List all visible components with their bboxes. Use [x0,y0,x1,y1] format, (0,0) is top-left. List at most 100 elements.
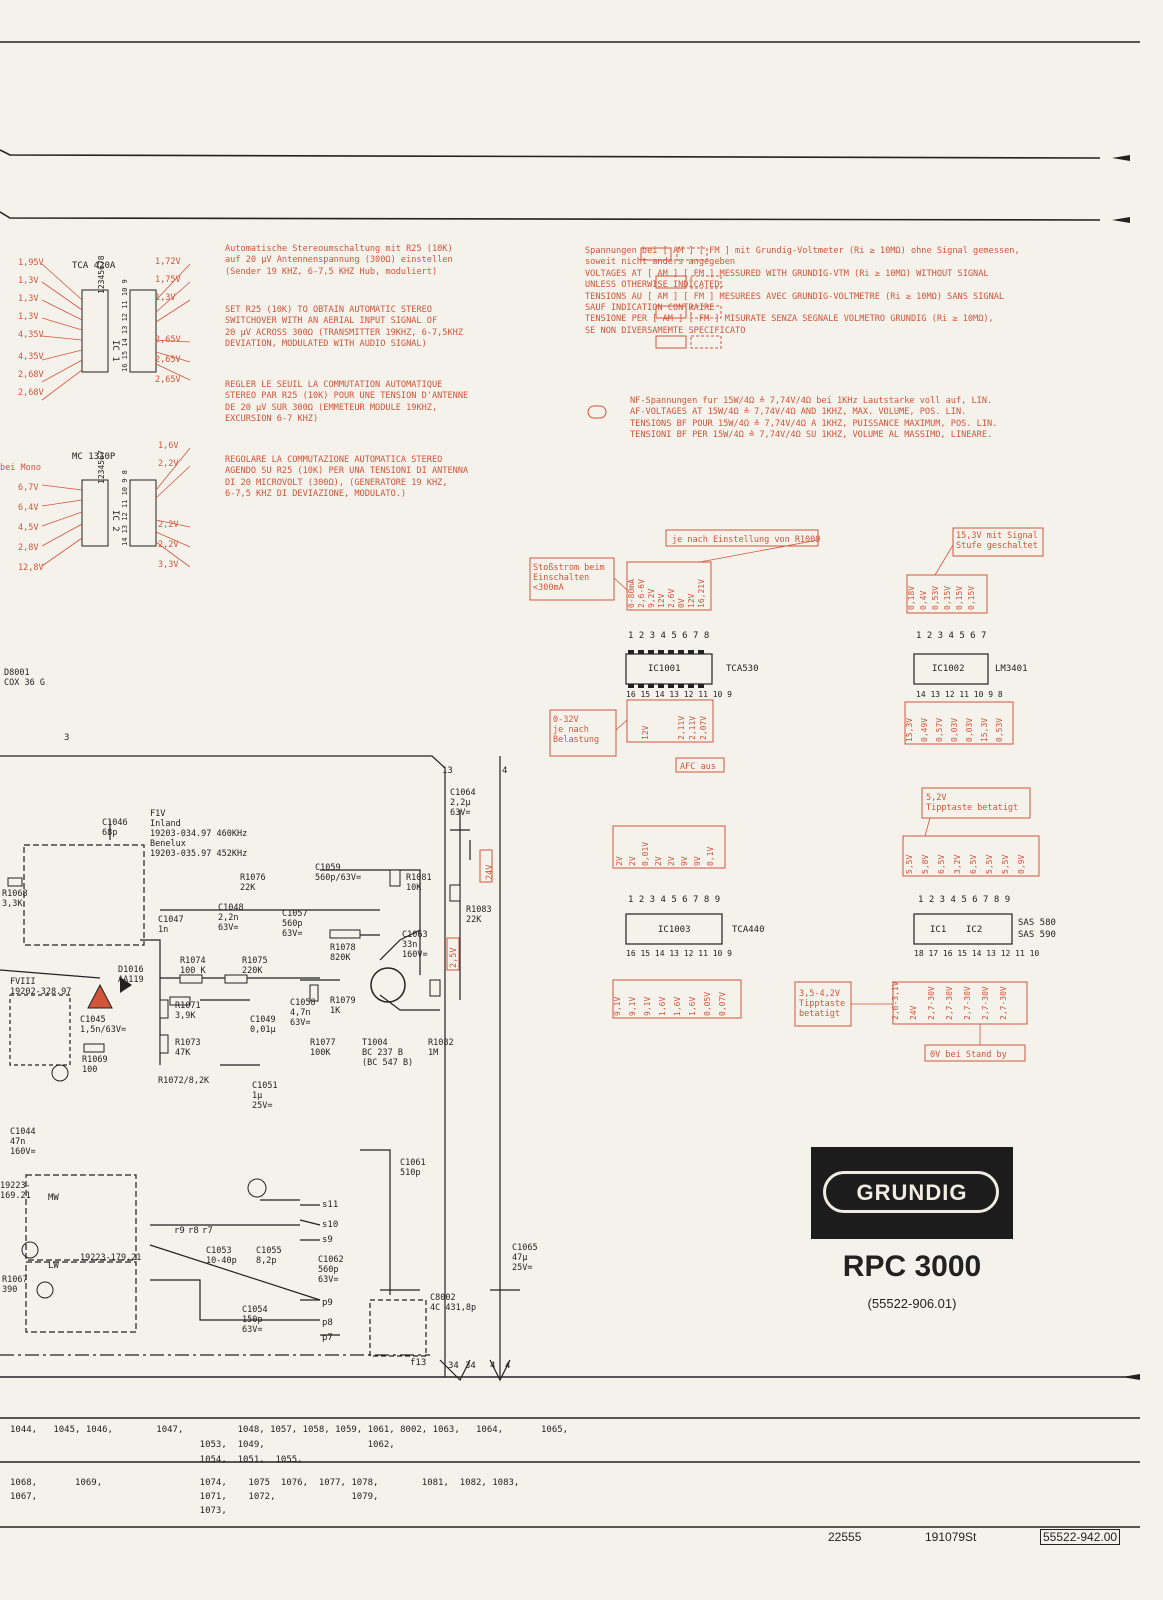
node-0: 13 [442,766,453,776]
ic2-label: IC 2 [110,510,120,532]
pin-p9: p9 [322,1298,333,1308]
ic2-pins-bot: 14 13 12 11 10 9 8 [121,470,129,546]
ic1-volt-left-5: 4,35V [18,352,44,362]
r1072-label: R1072/8,2K [158,1076,210,1086]
ic1-volt-left-0: 1,95V [18,258,44,268]
ic2-volt-right-3: 2,2V [158,540,178,550]
ic1003-volt-top-7: 0,1V [706,847,715,866]
ic1002-volt-bot-0: 15,3V [905,718,914,742]
ic1-pins-top: 12345678 [97,255,106,294]
ic1-volt-right-2: 1,3V [155,293,175,303]
ic1002-volt-bot-6: 0,53V [995,718,1004,742]
ic1-volt-left-2: 1,3V [18,294,38,304]
ic1002-volt-bot-2: 0,57V [935,718,944,742]
ic2-volt-left-0: bei Mono [0,463,41,473]
v24-label: 24V [485,865,495,880]
note-stereo-en: SET R25 (10K) TO OBTAIN AUTOMATIC STEREO… [225,305,463,350]
ic1002-volt-bot-1: 0,49V [920,718,929,742]
index-row-6: 1073, [10,1506,227,1516]
ic12-volt-top-3: 3,2V [953,855,962,874]
ic1001-volt-top-3: 12V [657,593,666,608]
ic1001-volt-bot-1: 2,11V [677,716,686,740]
ic1-volt-right-3: 2,65V [155,335,181,345]
index-row-3: 1054, 1051, 1055, [10,1455,303,1465]
ic12-volt-top-0: 5,5V [905,855,914,874]
ic1003-volt-bot-2: 9,1V [643,997,652,1016]
ic1002-label: IC1002 [932,664,965,674]
ic1003-volt-bot-6: 0,05V [703,992,712,1016]
brand-logo-frame [823,1171,999,1213]
ic1003-volt-top-6: 9V [693,856,702,866]
ic12-tag-bot: 0V bei Stand by [930,1050,1007,1060]
ic12-volt-bot-3: 2,7-30V [945,986,954,1020]
index-row-2: 1053, 1049, 1062, [10,1440,395,1450]
pin-r7: r7 [202,1226,213,1236]
ic1-volt-left-6: 2,68V [18,370,44,380]
ic1003-volt-top-1: 2V [628,856,637,866]
ic12-label1: IC1 [930,925,946,935]
ic1001-volt-top-5: 0V [677,598,686,608]
ic1-volt-right-5: 2,65V [155,375,181,385]
index-row-1: 1044, 1045, 1046, 1047, 1048, 1057, 1058… [10,1425,569,1435]
node-2: 3 [64,733,69,743]
footer-date-code: 191079St [925,1530,977,1544]
ic1001-tag-top: je nach Einstellung von R1009 [672,535,820,545]
ic12-volt-bot-4: 2,7-30V [963,986,972,1020]
ic12-volt-bot-6: 2,7-30V [999,986,1008,1020]
pin-p8: p8 [322,1318,333,1328]
ic1003-volt-top-2: 0,01V [641,842,650,866]
ic2-pins-top: 1234567 [97,450,106,484]
ic1-name: TCA 420A [72,261,116,271]
ic1003-name: TCA440 [732,925,765,935]
v25-label: 2,5V [449,948,459,968]
ic1002-volt-top-1: 0,4V [919,591,928,610]
note-voltages: Spannungen bei [ AM ] [ FM ] mit Grundig… [585,246,1020,336]
ic1002-volt-top-0: 0,18V [907,586,916,610]
ic12-volt-top-7: 0,9V [1017,855,1026,874]
brand-name: GRUNDIG [856,1180,968,1205]
ic12-volt-bot-5: 2,7-30V [981,986,990,1020]
ic2-volt-right-2: 2,2V [158,520,178,530]
node-1: 4 [502,766,507,776]
ic1002-name: LM3401 [995,664,1028,674]
ic2-volt-right-4: 3,3V [158,560,178,570]
node-4: 34 [465,1361,476,1371]
ic1-volt-right-1: 1,75V [155,275,181,285]
ic12-pins-bot: 18 17 16 15 14 13 12 11 10 [914,949,1039,958]
node-6: 4 [505,1361,510,1371]
index-row-4: 1068, 1069, 1074, 1075 1076, 1077, 1078,… [10,1478,520,1488]
pin-p7: p7 [322,1333,333,1343]
ic12-volt-top-4: 6,5V [969,855,978,874]
ic1003-volt-top-0: 2V [615,856,624,866]
pin-f13: f13 [410,1358,426,1368]
note-stereo-de: Automatische Stereoumschaltung mit R25 (… [225,244,453,277]
pin-s10: s10 [322,1220,338,1230]
mw-label: MW [48,1193,59,1203]
ic1001-volt-bot-3: 2,07V [699,716,708,740]
ic1003-volt-bot-3: 1,6V [658,997,667,1016]
ic1-volt-right-0: 1,72V [155,257,181,267]
